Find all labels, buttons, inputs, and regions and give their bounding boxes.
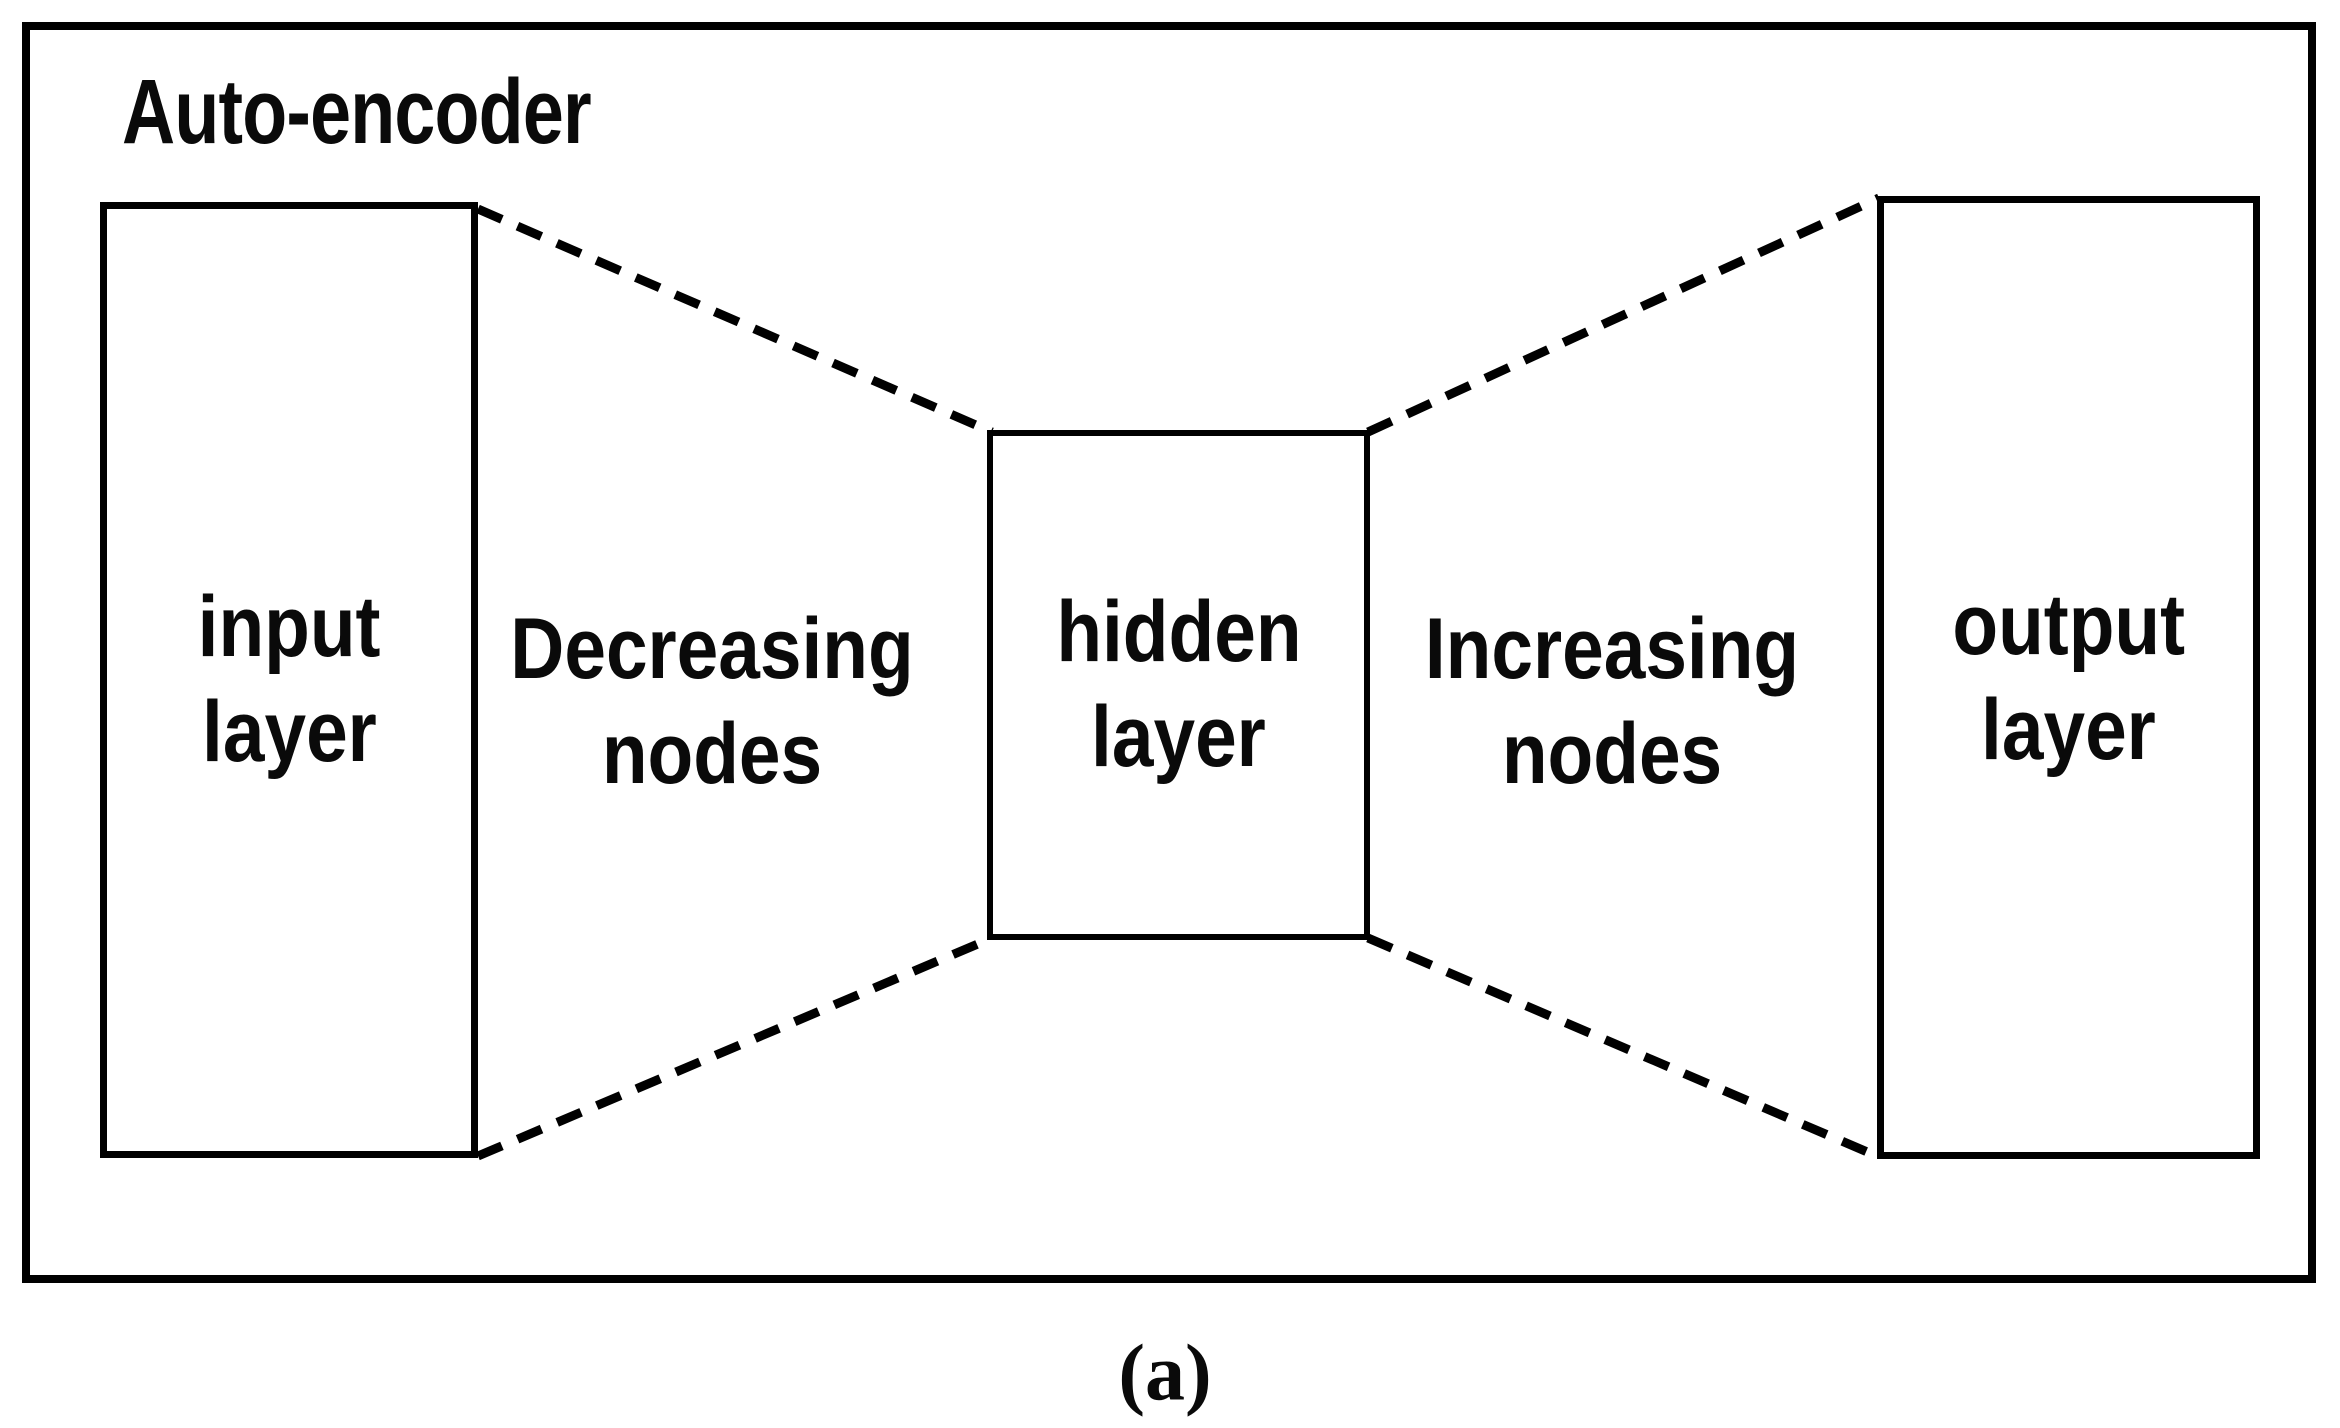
decoder-top-dashed-line	[1366, 193, 1881, 437]
output-layer-box: output layer	[1877, 196, 2260, 1159]
input-layer-box: input layer	[100, 202, 478, 1158]
decreasing-nodes-line1: Decreasing	[510, 601, 914, 698]
encoder-top-dashed-line	[476, 204, 994, 437]
output-layer-label-line1: output	[1952, 576, 2185, 673]
increasing-nodes-line1: Increasing	[1424, 601, 1800, 698]
hidden-layer-label-line1: hidden	[1055, 584, 1302, 681]
input-layer-label-line2: layer	[201, 684, 377, 780]
decreasing-nodes-annotation: Decreasing nodes	[510, 597, 913, 807]
increasing-nodes-line2: nodes	[1501, 706, 1723, 802]
decreasing-nodes-line2: nodes	[601, 706, 823, 802]
encoder-bottom-dashed-line	[476, 933, 994, 1161]
input-layer-label-line1: input	[197, 579, 381, 676]
hidden-layer-box: hidden layer	[987, 430, 1370, 940]
autoencoder-frame	[22, 22, 2316, 1283]
increasing-nodes-annotation: Increasing nodes	[1425, 597, 1799, 807]
decoder-bottom-dashed-line	[1366, 933, 1881, 1162]
hidden-layer-label-line2: layer	[1091, 689, 1266, 785]
diagram-title: Auto-encoder	[122, 61, 592, 163]
subfigure-caption: (a)	[1118, 1329, 1212, 1418]
output-layer-label-line2: layer	[1981, 681, 2156, 778]
